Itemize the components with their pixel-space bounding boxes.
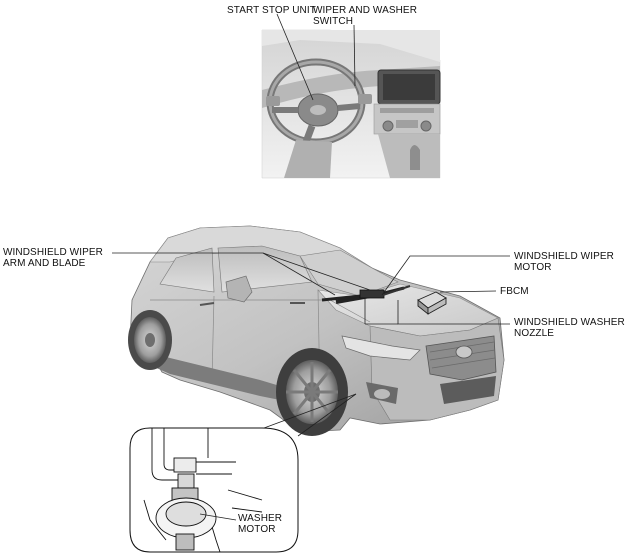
label-start-stop-unit: START STOP UNIT bbox=[227, 5, 316, 16]
label-wiper-motor: WINDSHIELD WIPER MOTOR bbox=[514, 251, 614, 273]
label-line: WIPER AND WASHER bbox=[313, 5, 418, 16]
label-line: WASHER bbox=[238, 513, 283, 524]
interior-illustration bbox=[261, 13, 441, 179]
center-console bbox=[373, 69, 441, 178]
front-wheel bbox=[276, 348, 348, 436]
wiper-assembly bbox=[321, 285, 411, 304]
vehicle-illustration bbox=[128, 225, 505, 436]
label-line: WINDSHIELD WIPER bbox=[514, 251, 614, 262]
label-line: SWITCH bbox=[313, 16, 354, 27]
label-line: NOZZLE bbox=[514, 328, 555, 339]
label-washer-motor: WASHER MOTOR bbox=[238, 513, 282, 535]
label-line: FBCM bbox=[500, 286, 529, 297]
label-line: MOTOR bbox=[238, 524, 276, 535]
label-washer-nozzle: WINDSHIELD WASHER NOZZLE bbox=[514, 317, 625, 339]
label-line: ARM AND BLADE bbox=[3, 258, 86, 269]
label-line: WINDSHIELD WASHER bbox=[514, 317, 625, 328]
fbcm-module bbox=[417, 291, 447, 315]
washer-motor-inset bbox=[129, 427, 299, 553]
label-line: WINDSHIELD WIPER bbox=[3, 247, 103, 258]
leader-lines bbox=[112, 252, 510, 437]
label-wiper-washer-switch: WIPER AND WASHER SWITCH bbox=[313, 5, 417, 27]
leader-wiper-switch bbox=[353, 24, 356, 87]
leader-start-stop bbox=[276, 13, 314, 101]
rear-wheel bbox=[128, 310, 172, 370]
label-line: START STOP UNIT bbox=[227, 5, 316, 16]
label-line: MOTOR bbox=[514, 262, 552, 273]
label-wiper-arm-blade: WINDSHIELD WIPER ARM AND BLADE bbox=[3, 247, 103, 269]
label-fbcm: FBCM bbox=[500, 286, 529, 297]
